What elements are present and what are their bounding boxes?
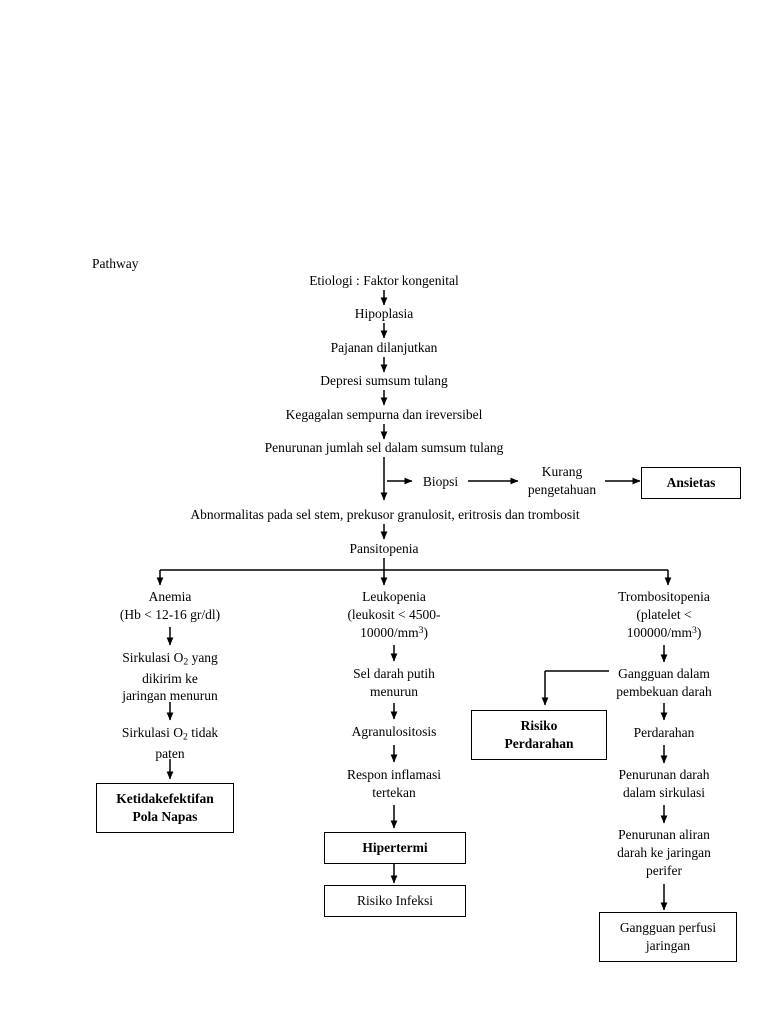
node-hipoplasia: Hipoplasia (354, 306, 414, 321)
node-leukopenia: Leukopenia (362, 589, 426, 604)
node-penurunan-darah-sirkulasi: Penurunan darah dalam sirkulasi (618, 767, 710, 800)
node-ansietas: Ansietas (641, 467, 741, 499)
node-penurunan-aliran-darah: Penurunan aliran darah ke jaringan perif… (617, 827, 711, 878)
node-risiko-perdarahan: Risiko Perdarahan (471, 710, 607, 760)
node-gangguan-pembekuan-darah: Gangguan dalam pembekuan darah (616, 666, 712, 699)
node-kegagalan: Kegagalan sempurna dan ireversibel (285, 407, 483, 422)
node-hipertermi: Hipertermi (324, 832, 466, 864)
node-kurang-pengetahuan: Kurang pengetahuan (527, 464, 597, 497)
node-leukopenia-line3: 10000/mm3) (360, 625, 428, 640)
node-anemia: Anemia (Hb < 12-16 gr/dl) (119, 589, 221, 622)
node-trombositopenia: Trombositopenia (618, 589, 710, 604)
node-ketidakefektifan-pola-napas: Ketidakefektifan Pola Napas (96, 783, 234, 833)
node-gangguan-perfusi-jaringan: Gangguan perfusi jaringan (599, 912, 737, 962)
node-trombositopenia-line3: 100000/mm3) (626, 625, 702, 640)
node-sirkulasi-o2-dikirim: Sirkulasi O2 yang dikirim ke jaringan me… (122, 650, 218, 704)
node-perdarahan: Perdarahan (633, 725, 695, 740)
node-pajanan: Pajanan dilanjutkan (330, 340, 438, 355)
diagram-title: Pathway (92, 256, 139, 271)
node-trombositopenia-line2: (platelet < (636, 607, 692, 622)
node-etiologi: Etiologi : Faktor kongenital (309, 273, 459, 288)
node-sel-darah-putih: Sel darah putih menurun (353, 666, 435, 699)
node-sirkulasi-o2-paten: Sirkulasi O2 tidak paten (121, 725, 219, 761)
node-abnormalitas: Abnormalitas pada sel stem, prekusor gra… (190, 507, 580, 522)
node-risiko-infeksi: Risiko Infeksi (324, 885, 466, 917)
node-depresi: Depresi sumsum tulang (320, 373, 448, 388)
node-agranulositosis: Agranulositosis (351, 724, 437, 739)
node-penurunan-sel: Penurunan jumlah sel dalam sumsum tulang (264, 440, 504, 455)
node-leukopenia-line2: (leukosit < 4500- (347, 607, 441, 622)
node-biopsi: Biopsi (422, 474, 459, 489)
node-pansitopenia: Pansitopenia (349, 541, 419, 556)
node-respon-inflamasi: Respon inflamasi tertekan (346, 767, 442, 800)
